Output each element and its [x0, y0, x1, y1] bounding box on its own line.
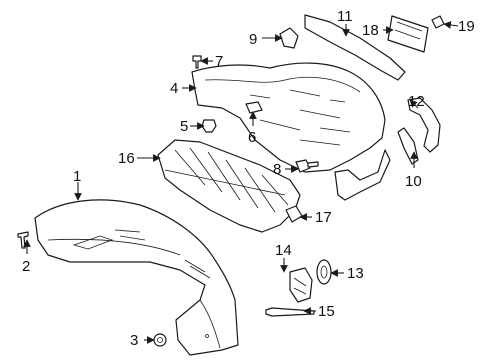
part-bolt-8[interactable]	[295, 159, 319, 173]
part-sensor-bracket-14[interactable]	[289, 267, 313, 303]
part-license-bracket[interactable]	[387, 15, 429, 53]
part-clip-9[interactable]	[279, 27, 299, 49]
callout-4: 4	[170, 80, 178, 97]
callout-6: 6	[248, 129, 256, 146]
part-screw-7[interactable]	[192, 55, 202, 69]
part-lower-diffuser[interactable]	[157, 139, 301, 233]
callout-1: 1	[73, 168, 81, 185]
part-sensor-13[interactable]	[316, 259, 332, 285]
part-upper-trim-strip[interactable]	[304, 14, 406, 81]
part-right-side-trim[interactable]	[407, 97, 441, 153]
callout-17: 17	[315, 209, 332, 226]
callout-14: 14	[275, 242, 292, 259]
callout-2: 2	[22, 258, 30, 275]
callout-10: 10	[405, 173, 422, 190]
part-screw-2[interactable]	[17, 231, 29, 249]
callout-3: 3	[130, 332, 138, 349]
callout-12: 12	[408, 93, 425, 110]
callout-16: 16	[118, 150, 135, 167]
callout-9: 9	[249, 31, 257, 48]
part-rod-15[interactable]	[265, 307, 315, 317]
part-small-bracket[interactable]	[397, 127, 419, 165]
callout-8: 8	[273, 161, 281, 178]
part-retainer-5[interactable]	[201, 119, 217, 133]
callout-18: 18	[362, 22, 379, 39]
callout-7: 7	[215, 53, 223, 70]
part-nut-3[interactable]	[153, 333, 167, 347]
callout-5: 5	[180, 118, 188, 135]
part-bracket-17[interactable]	[285, 205, 303, 223]
callout-11: 11	[337, 8, 353, 25]
part-clip-6[interactable]	[245, 101, 263, 114]
leader-lines	[23, 21, 459, 344]
part-side-bracket[interactable]	[334, 149, 391, 201]
callout-15: 15	[318, 303, 335, 320]
callout-13: 13	[347, 265, 364, 282]
part-bumper-cover[interactable]	[34, 199, 239, 356]
callout-labels: 1 2 3 4 5 6 7 8 9 10 11 12 13 14 15 16 1…	[22, 8, 475, 349]
part-bumper-main-body[interactable]	[191, 62, 386, 173]
part-pushpin-19[interactable]	[431, 15, 445, 29]
callout-19: 19	[458, 18, 475, 35]
